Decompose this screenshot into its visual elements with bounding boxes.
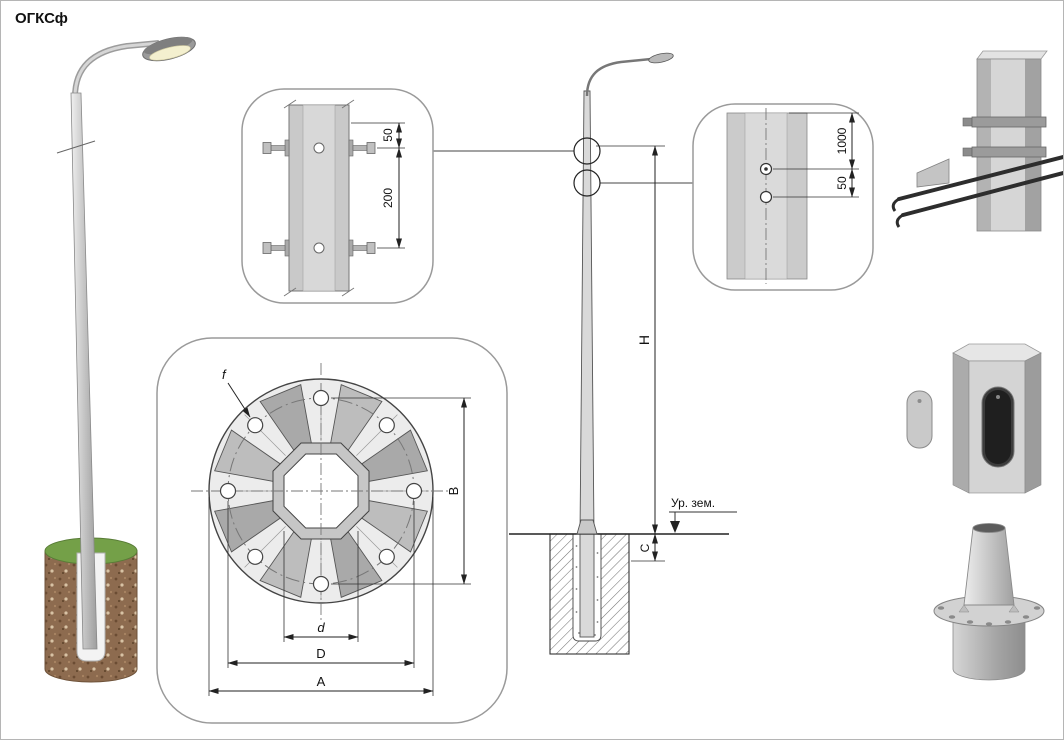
pole-shaft-render xyxy=(70,92,98,650)
dim-label-50-side: 50 xyxy=(835,176,849,190)
drawing-title: ОГКСф xyxy=(15,10,68,27)
wedge-clamp xyxy=(916,158,950,188)
bolt-glyph xyxy=(262,239,290,257)
bolt-glyph xyxy=(348,139,376,157)
flange-bolt-holes xyxy=(937,606,1041,626)
hatch-cover xyxy=(906,390,933,449)
lamp-head-elevation xyxy=(648,52,674,64)
dim-label-D: D xyxy=(316,646,325,661)
flange-top-view xyxy=(191,363,451,621)
dim-label-1000: 1000 xyxy=(835,127,849,154)
dim-label-B: B xyxy=(446,487,461,496)
ground-marker xyxy=(670,521,680,533)
detail-callout-side: 1000 50 xyxy=(692,103,874,291)
grout-dots xyxy=(575,545,599,636)
detail-circle-bottom xyxy=(573,169,601,197)
break-mark xyxy=(56,140,96,154)
dim-label-50-top: 50 xyxy=(381,128,395,142)
detail-circle-top xyxy=(573,137,601,165)
dim-label-C: C xyxy=(638,543,652,552)
dim-label-f: f xyxy=(222,367,227,382)
flange-base-render xyxy=(933,523,1045,681)
dim-label-d: d xyxy=(317,620,325,635)
bolt-glyph xyxy=(262,139,290,157)
dim-label-200: 200 xyxy=(381,188,395,208)
ground-level-label: Ур. зем. xyxy=(671,496,715,510)
pole-elevation-drawing: H C Ур. зем. xyxy=(509,52,737,655)
pole-photo-render xyxy=(44,36,196,683)
dim-label-A: A xyxy=(317,674,326,689)
bolt-glyph xyxy=(348,239,376,257)
bolt-holes xyxy=(219,389,423,593)
dim-label-H: H xyxy=(636,335,652,345)
clamp-rods-render xyxy=(891,50,1063,232)
pole-shaft-elevation xyxy=(579,90,595,535)
hatch-door-render xyxy=(906,343,1042,494)
lamp-head-render xyxy=(142,36,196,62)
detail-callout-top: 50 200 xyxy=(241,88,434,304)
flange-callout: f B d D A xyxy=(156,337,508,724)
